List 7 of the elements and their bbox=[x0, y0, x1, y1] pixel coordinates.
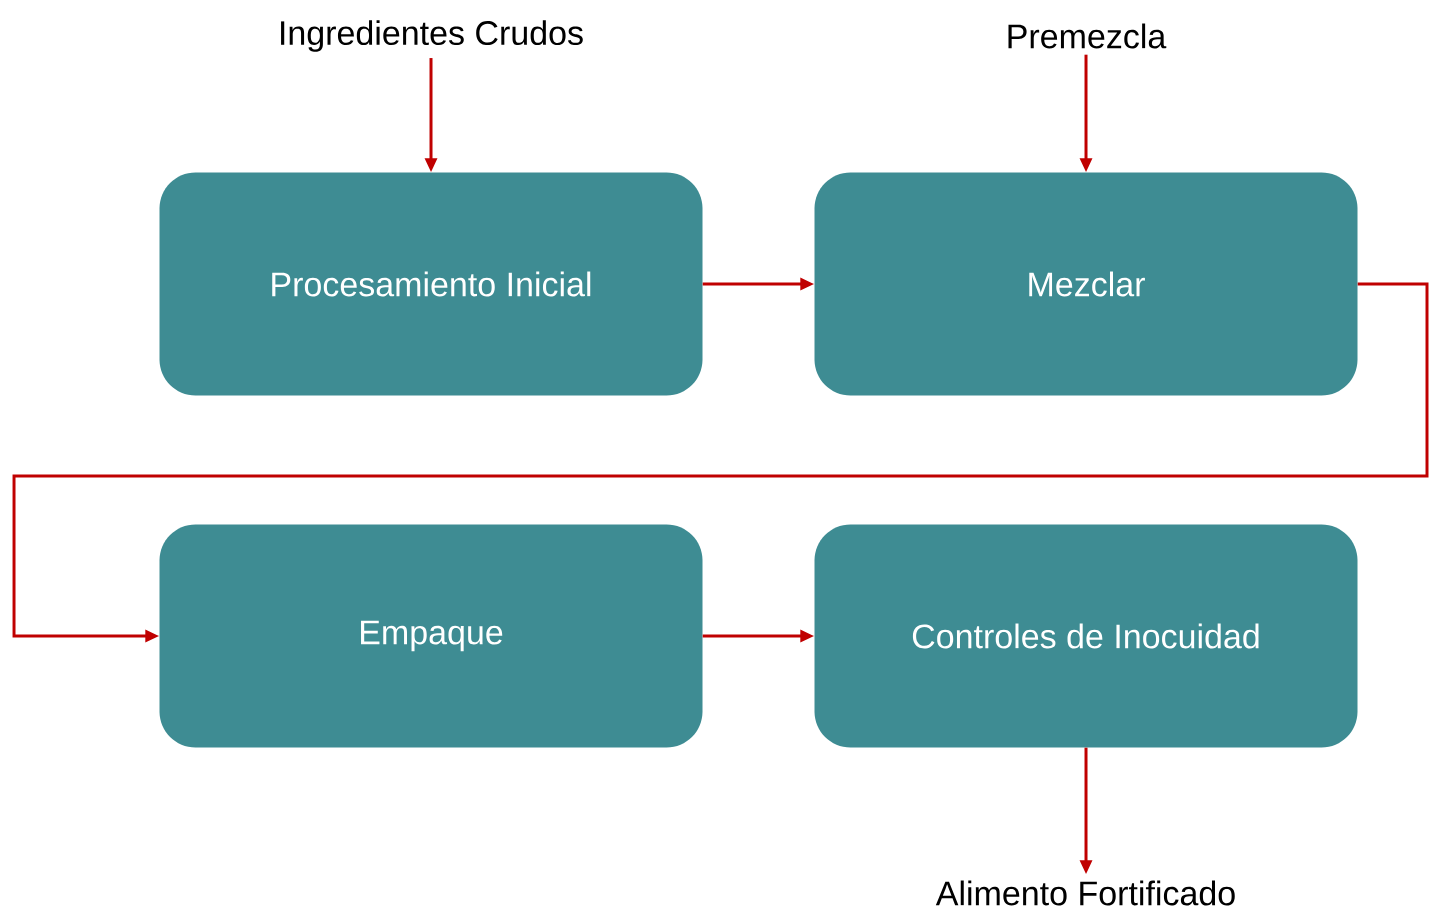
flow-label: Ingredientes Crudos bbox=[281, 20, 583, 52]
process-box: Controles de Inocuidad bbox=[814, 524, 1358, 748]
process-box: Procesamiento Inicial bbox=[159, 172, 703, 396]
process-box: Empaque bbox=[159, 524, 703, 748]
process-box: Mezclar bbox=[814, 172, 1358, 396]
flow-label: Premezcla bbox=[1008, 23, 1167, 49]
flow-label: Alimento Fortificado bbox=[935, 880, 1235, 906]
